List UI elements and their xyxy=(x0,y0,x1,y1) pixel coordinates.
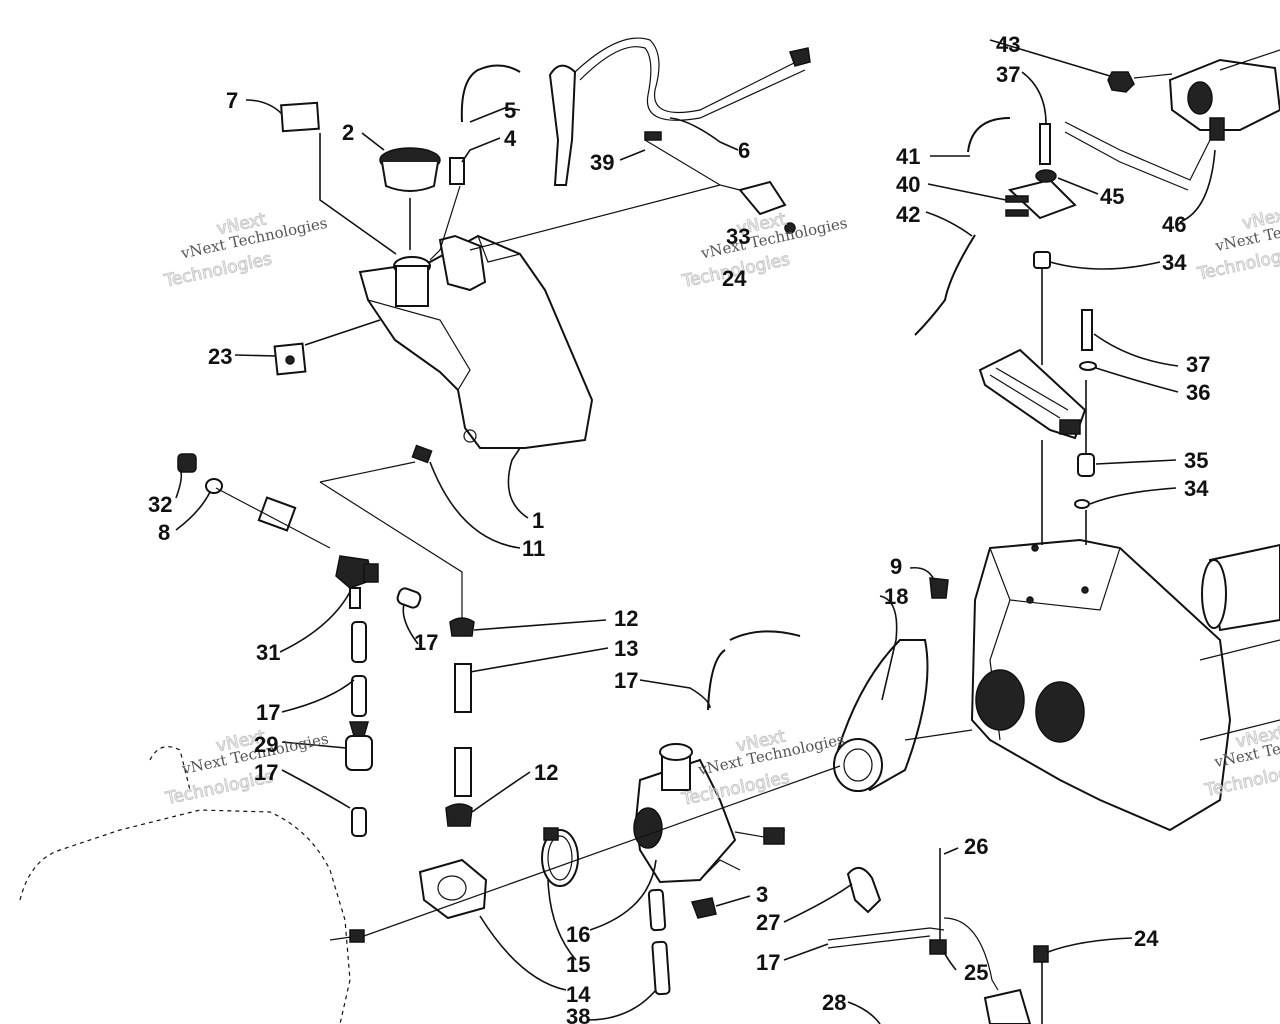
callout-36: 36 xyxy=(1186,380,1210,405)
clamp-upper xyxy=(449,617,475,637)
fuel-pump xyxy=(1168,58,1280,141)
intake-boot xyxy=(833,639,929,792)
callout-17-petcock: 17 xyxy=(414,630,438,655)
oil-line xyxy=(548,37,811,186)
callout-29: 29 xyxy=(254,732,278,757)
callout-15: 15 xyxy=(566,952,590,977)
boot-clip xyxy=(929,577,949,599)
callout-46: 46 xyxy=(1162,212,1186,237)
callout-8: 8 xyxy=(158,520,170,545)
vent-plate xyxy=(273,342,307,376)
screw-top xyxy=(1039,123,1051,165)
callout-17-line: 17 xyxy=(256,700,280,725)
hose-fitting xyxy=(449,157,465,185)
fuel-filter xyxy=(345,721,373,771)
callout-5: 5 xyxy=(504,98,516,123)
callout-40: 40 xyxy=(896,172,920,197)
engine-outline xyxy=(19,746,365,1024)
callout-7: 7 xyxy=(226,88,238,113)
silencer-tube xyxy=(1201,543,1280,632)
callout-17-filter: 17 xyxy=(254,760,278,785)
mount-bracket xyxy=(644,131,796,234)
callout-12-lower: 12 xyxy=(534,760,558,785)
decal xyxy=(280,101,320,133)
callout-17-carb: 17 xyxy=(614,668,638,693)
callout-39: 39 xyxy=(590,150,614,175)
air-silencer xyxy=(970,538,1232,832)
callout-34-top: 34 xyxy=(1162,250,1187,275)
throttle-boot xyxy=(846,867,882,914)
fuel-line-lower xyxy=(351,807,367,837)
spacer-35 xyxy=(1077,453,1095,477)
clip xyxy=(690,897,717,919)
fuel-line-upper xyxy=(351,621,367,663)
cable-clip xyxy=(929,939,947,955)
clamp-lower xyxy=(445,803,473,827)
callout-28: 28 xyxy=(822,990,846,1015)
drain-hose xyxy=(647,888,667,932)
nut xyxy=(177,453,197,473)
callout-labels: 1 2 3 4 5 6 7 8 9 11 12 12 13 14 15 16 1… xyxy=(148,32,1210,1024)
callout-18: 18 xyxy=(884,584,908,609)
cable-nut xyxy=(1033,945,1049,963)
callout-24-bracket: 24 xyxy=(722,266,747,291)
leader-lines xyxy=(175,39,1216,1024)
callout-34-lower: 34 xyxy=(1184,476,1209,501)
watermark-group: vNext vNext Technologies Technologies xyxy=(161,209,329,292)
callout-17-cable: 17 xyxy=(756,950,780,975)
pump-nut xyxy=(1107,71,1135,93)
callout-38: 38 xyxy=(566,1004,590,1024)
callout-13: 13 xyxy=(614,636,638,661)
watermark-group: vNext vNext Technologies Technologies xyxy=(679,726,846,811)
callout-32: 32 xyxy=(148,492,172,517)
callout-41: 41 xyxy=(896,144,920,169)
callout-3: 3 xyxy=(756,882,768,907)
spacer-top xyxy=(1033,251,1051,269)
callout-25: 25 xyxy=(964,960,988,985)
washer-36 xyxy=(1079,361,1097,371)
watermark-brand-2: Technologies xyxy=(162,249,274,292)
callout-37-top: 37 xyxy=(996,62,1020,87)
callout-6: 6 xyxy=(738,138,750,163)
callout-16: 16 xyxy=(566,922,590,947)
tank-fitting xyxy=(411,444,433,464)
screw-37 xyxy=(1081,309,1093,351)
callout-24-cable: 24 xyxy=(1134,926,1159,951)
silencer-bracket xyxy=(978,348,1087,440)
callout-35: 35 xyxy=(1184,448,1208,473)
hose-tee xyxy=(1005,178,1077,220)
callout-37-lower: 37 xyxy=(1186,352,1210,377)
fuel-line-mid xyxy=(351,675,367,717)
watermark-group: vNext vNext Technologies Technologies xyxy=(163,726,330,810)
grommet xyxy=(257,496,297,532)
fuel-petcock xyxy=(335,555,422,609)
callout-2: 2 xyxy=(342,120,354,145)
callout-27: 27 xyxy=(756,910,780,935)
callout-45: 45 xyxy=(1100,184,1124,209)
washer-34 xyxy=(1074,499,1090,509)
callout-1: 1 xyxy=(532,508,544,533)
callout-31: 31 xyxy=(256,640,280,665)
callout-12-upper: 12 xyxy=(614,606,638,631)
washer-top xyxy=(1035,169,1057,183)
callout-26: 26 xyxy=(964,834,988,859)
washer xyxy=(205,478,223,494)
fuel-line-13 xyxy=(454,663,472,713)
callout-33: 33 xyxy=(726,224,750,249)
cable-housing xyxy=(983,988,1032,1024)
callout-23: 23 xyxy=(208,344,232,369)
callout-9: 9 xyxy=(890,554,902,579)
callout-4: 4 xyxy=(504,126,517,151)
filler-cap xyxy=(379,147,441,250)
pulse-hose xyxy=(967,117,1011,153)
carb-clamp xyxy=(541,827,579,887)
callout-43: 43 xyxy=(996,32,1020,57)
callout-42: 42 xyxy=(896,202,920,227)
callout-11: 11 xyxy=(522,536,545,561)
carb-flange xyxy=(418,858,488,920)
oil-tank xyxy=(358,234,594,449)
callout-14: 14 xyxy=(566,982,591,1007)
